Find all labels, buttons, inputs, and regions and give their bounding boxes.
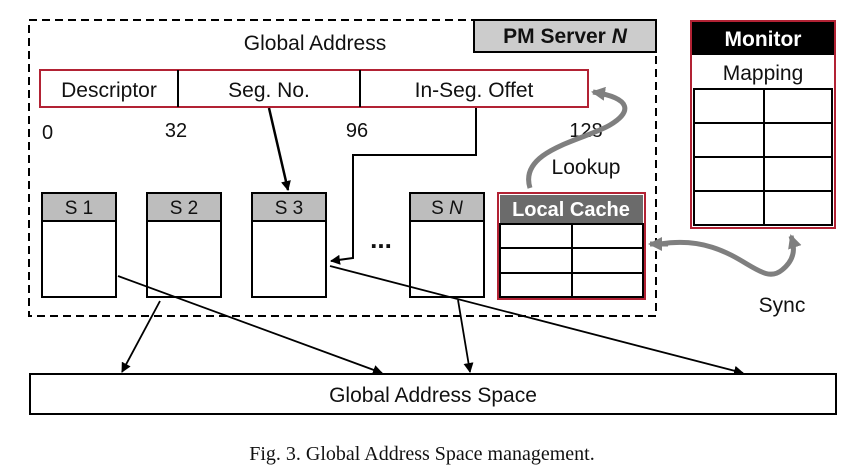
sync-arrow [659,234,802,277]
lookup-arrow [526,86,628,189]
bit-position: 96 [346,120,368,142]
bit-position: 0 [42,122,53,144]
segment-sn: S N [409,192,485,298]
mapping-arrow [117,275,383,375]
segment-ellipsis: ... [370,224,392,254]
pm-server-tag-text: PM Server N [503,25,628,48]
bit-position: 32 [165,120,187,142]
seg-no-arrow [267,107,291,191]
sync-label: Sync [759,294,806,317]
monitor: Monitor Mapping [690,20,836,229]
segment-label: S N [431,198,463,219]
figure-caption: Fig. 3. Global Address Space management. [249,443,595,465]
global-address-space-label: Global Address Space [329,384,537,407]
segment-label: S 2 [170,198,199,219]
offset-arrow [330,108,477,265]
lookup-label: Lookup [552,156,621,179]
segment-label: S 1 [65,198,94,219]
field-in-seg-offset: In-Seg. Offet [415,79,534,102]
segment-s1: S 1 [41,192,117,298]
address-format-bar [39,69,589,108]
mapping-arrow [121,300,161,373]
local-cache-title: Local Cache [512,199,630,221]
monitor-subtitle: Mapping [723,62,804,85]
field-descriptor: Descriptor [61,79,157,102]
monitor-title: Monitor [725,28,802,51]
pm-server-tag [473,19,657,53]
segment-s3: S 3 [251,192,327,298]
mapping-arrow [329,265,744,376]
pm-server-boundary [28,19,657,317]
field-seg-no: Seg. No. [228,79,310,102]
global-address-space-bar [29,373,837,415]
mapping-arrow [457,299,474,373]
segment-label: S 3 [275,198,304,219]
local-cache: Local Cache [497,192,646,300]
segment-s2: S 2 [146,192,222,298]
global-address-title: Global Address [244,32,386,55]
